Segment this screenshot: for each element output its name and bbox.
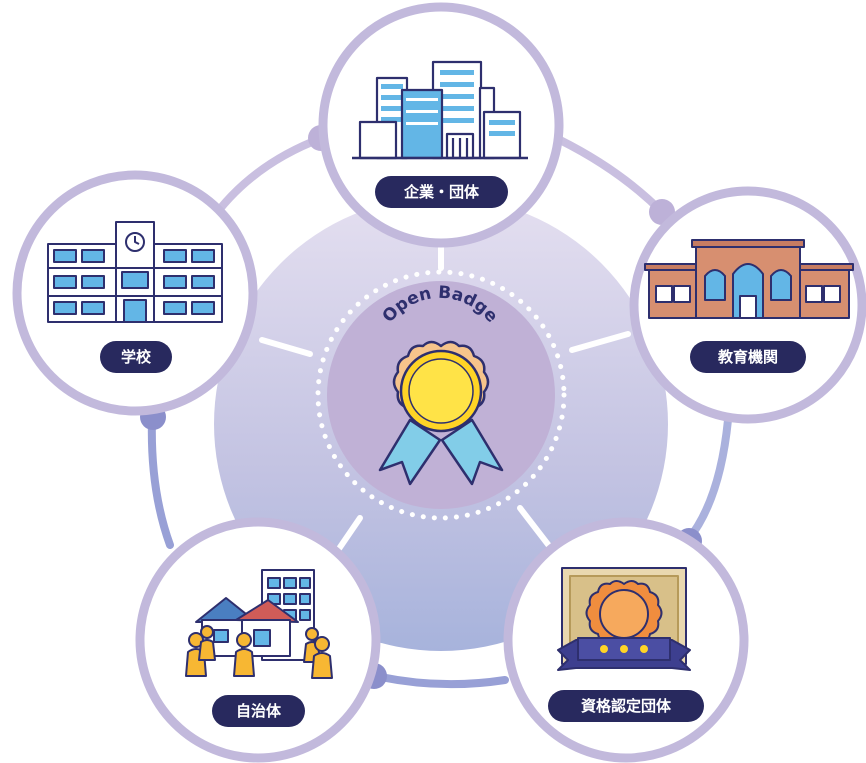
certificate-medal-icon <box>557 567 691 671</box>
connector-school-corporate <box>206 134 326 226</box>
town-residents-icon <box>185 569 333 679</box>
node-corporate[interactable]: 企業・団体 <box>318 2 564 248</box>
node-label-education: 教育機関 <box>717 348 778 366</box>
node-municipality[interactable]: 自治体 <box>135 517 381 763</box>
connector-education-certification <box>684 416 732 544</box>
school-building-icon <box>47 221 223 323</box>
badge-medal-icon <box>378 340 504 486</box>
connector-certification-municipality <box>372 672 509 689</box>
node-label-municipality: 自治体 <box>236 702 282 720</box>
label-pill <box>100 341 172 373</box>
node-label-certification: 資格認定団体 <box>581 697 672 715</box>
connector-municipality-school <box>147 414 174 549</box>
office-buildings-icon <box>352 60 528 160</box>
label-pill <box>548 690 704 722</box>
connector-corporate-education <box>556 136 666 216</box>
node-label-corporate: 企業・団体 <box>403 183 480 201</box>
node-school[interactable]: 学校 <box>12 170 258 416</box>
label-pill <box>212 695 305 727</box>
label-pill <box>690 341 806 373</box>
center-open-badge: Open Badge <box>315 269 567 521</box>
node-education[interactable]: 教育機関 <box>629 186 866 424</box>
label-pill <box>375 176 508 208</box>
university-building-icon <box>644 239 854 319</box>
node-certification[interactable]: 資格認定団体 <box>503 517 749 763</box>
node-label-school: 学校 <box>121 348 152 366</box>
